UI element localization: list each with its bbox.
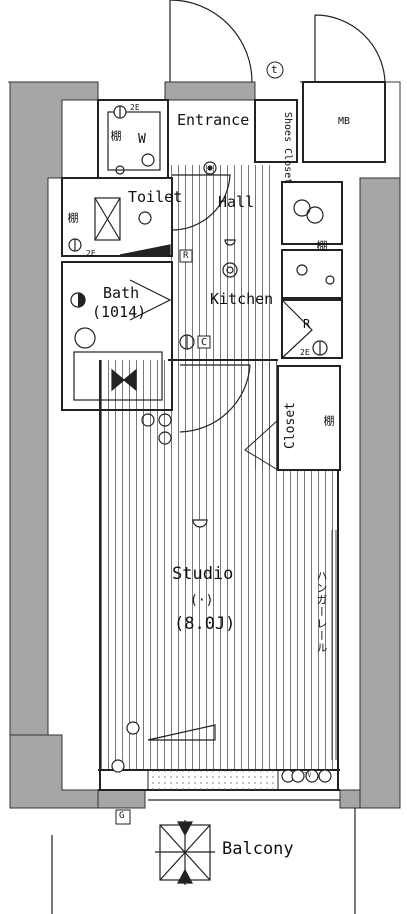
shelf-label-closet: 棚 — [322, 415, 335, 427]
g-box — [115, 809, 131, 825]
toilet-door — [171, 174, 231, 231]
washing-machine — [107, 105, 161, 175]
r-mark: R — [183, 251, 189, 261]
doors — [169, 0, 386, 471]
hanger-rail — [331, 530, 337, 760]
shelf-label-toilet: 棚 — [66, 212, 79, 224]
toilet-fixture — [68, 197, 171, 256]
studio-symbol: (·) — [190, 593, 214, 608]
toilet-label: Toilet — [128, 188, 183, 206]
entrance-label: Entrance — [177, 111, 250, 129]
kitchen-door — [281, 299, 313, 359]
hall-label: Hall — [218, 193, 255, 211]
t-circle — [266, 61, 284, 79]
bottom-wall — [97, 789, 146, 809]
studio-label: Studio — [172, 564, 234, 584]
studio-fixtures — [111, 519, 216, 773]
bath-size-label: (1014) — [92, 303, 147, 321]
2e-mark-kitchen: 2E — [300, 348, 310, 357]
top-wall-middle — [164, 81, 256, 101]
fridge-space — [281, 299, 343, 359]
c-box — [197, 335, 211, 349]
washer-label: W — [138, 132, 146, 147]
bath-fixture — [70, 279, 172, 401]
shoes-closet-box — [254, 99, 298, 163]
balcony — [51, 799, 356, 914]
hanger-rail-label: ハンガーレール — [315, 570, 328, 654]
kitchen-sink — [281, 249, 343, 299]
entrance-door — [169, 0, 253, 83]
shelf-label-washer: 棚 — [109, 130, 122, 142]
tv-mark: TV — [304, 772, 312, 779]
closet-room — [277, 365, 341, 471]
kitchen-label: Kitchen — [210, 290, 274, 308]
t-mark: t — [271, 63, 278, 76]
bath-room — [61, 261, 173, 411]
shelf-label-kitchen: 棚 — [315, 240, 328, 252]
switches — [141, 161, 217, 445]
studio-floor-right — [278, 470, 338, 770]
toilet-room — [61, 177, 173, 257]
outlets-bottom — [281, 769, 332, 783]
left-lower-wall — [9, 734, 99, 809]
mb-label: MB — [338, 116, 351, 127]
g-mark: G — [119, 811, 125, 821]
bath-label: Bath — [103, 284, 140, 302]
studio-size-label: (8.0J) — [174, 614, 236, 634]
left-wall — [8, 81, 99, 736]
kitchen-fixtures — [179, 199, 335, 356]
studio-door — [179, 364, 251, 433]
kitchen-right-floor — [250, 360, 278, 470]
right-side-wall — [359, 177, 401, 809]
refrigerator-label: R — [303, 317, 311, 331]
kitchen-counter — [281, 181, 343, 245]
balcony-label: Balcony — [222, 839, 294, 859]
closet-door — [244, 418, 279, 471]
closet-label: Closet — [283, 402, 298, 449]
mb-door — [314, 14, 386, 83]
shoes-closet-label: Shoes Closet — [282, 112, 293, 185]
2e-mark-toilet: 2E — [86, 249, 96, 258]
mb-box — [302, 81, 386, 163]
outer-walls — [8, 81, 401, 809]
2e-mark-washer: 2E — [130, 103, 140, 112]
r-box — [179, 249, 193, 263]
balcony-window — [147, 769, 279, 791]
studio-floor — [100, 360, 278, 770]
c-mark: C — [201, 337, 208, 348]
